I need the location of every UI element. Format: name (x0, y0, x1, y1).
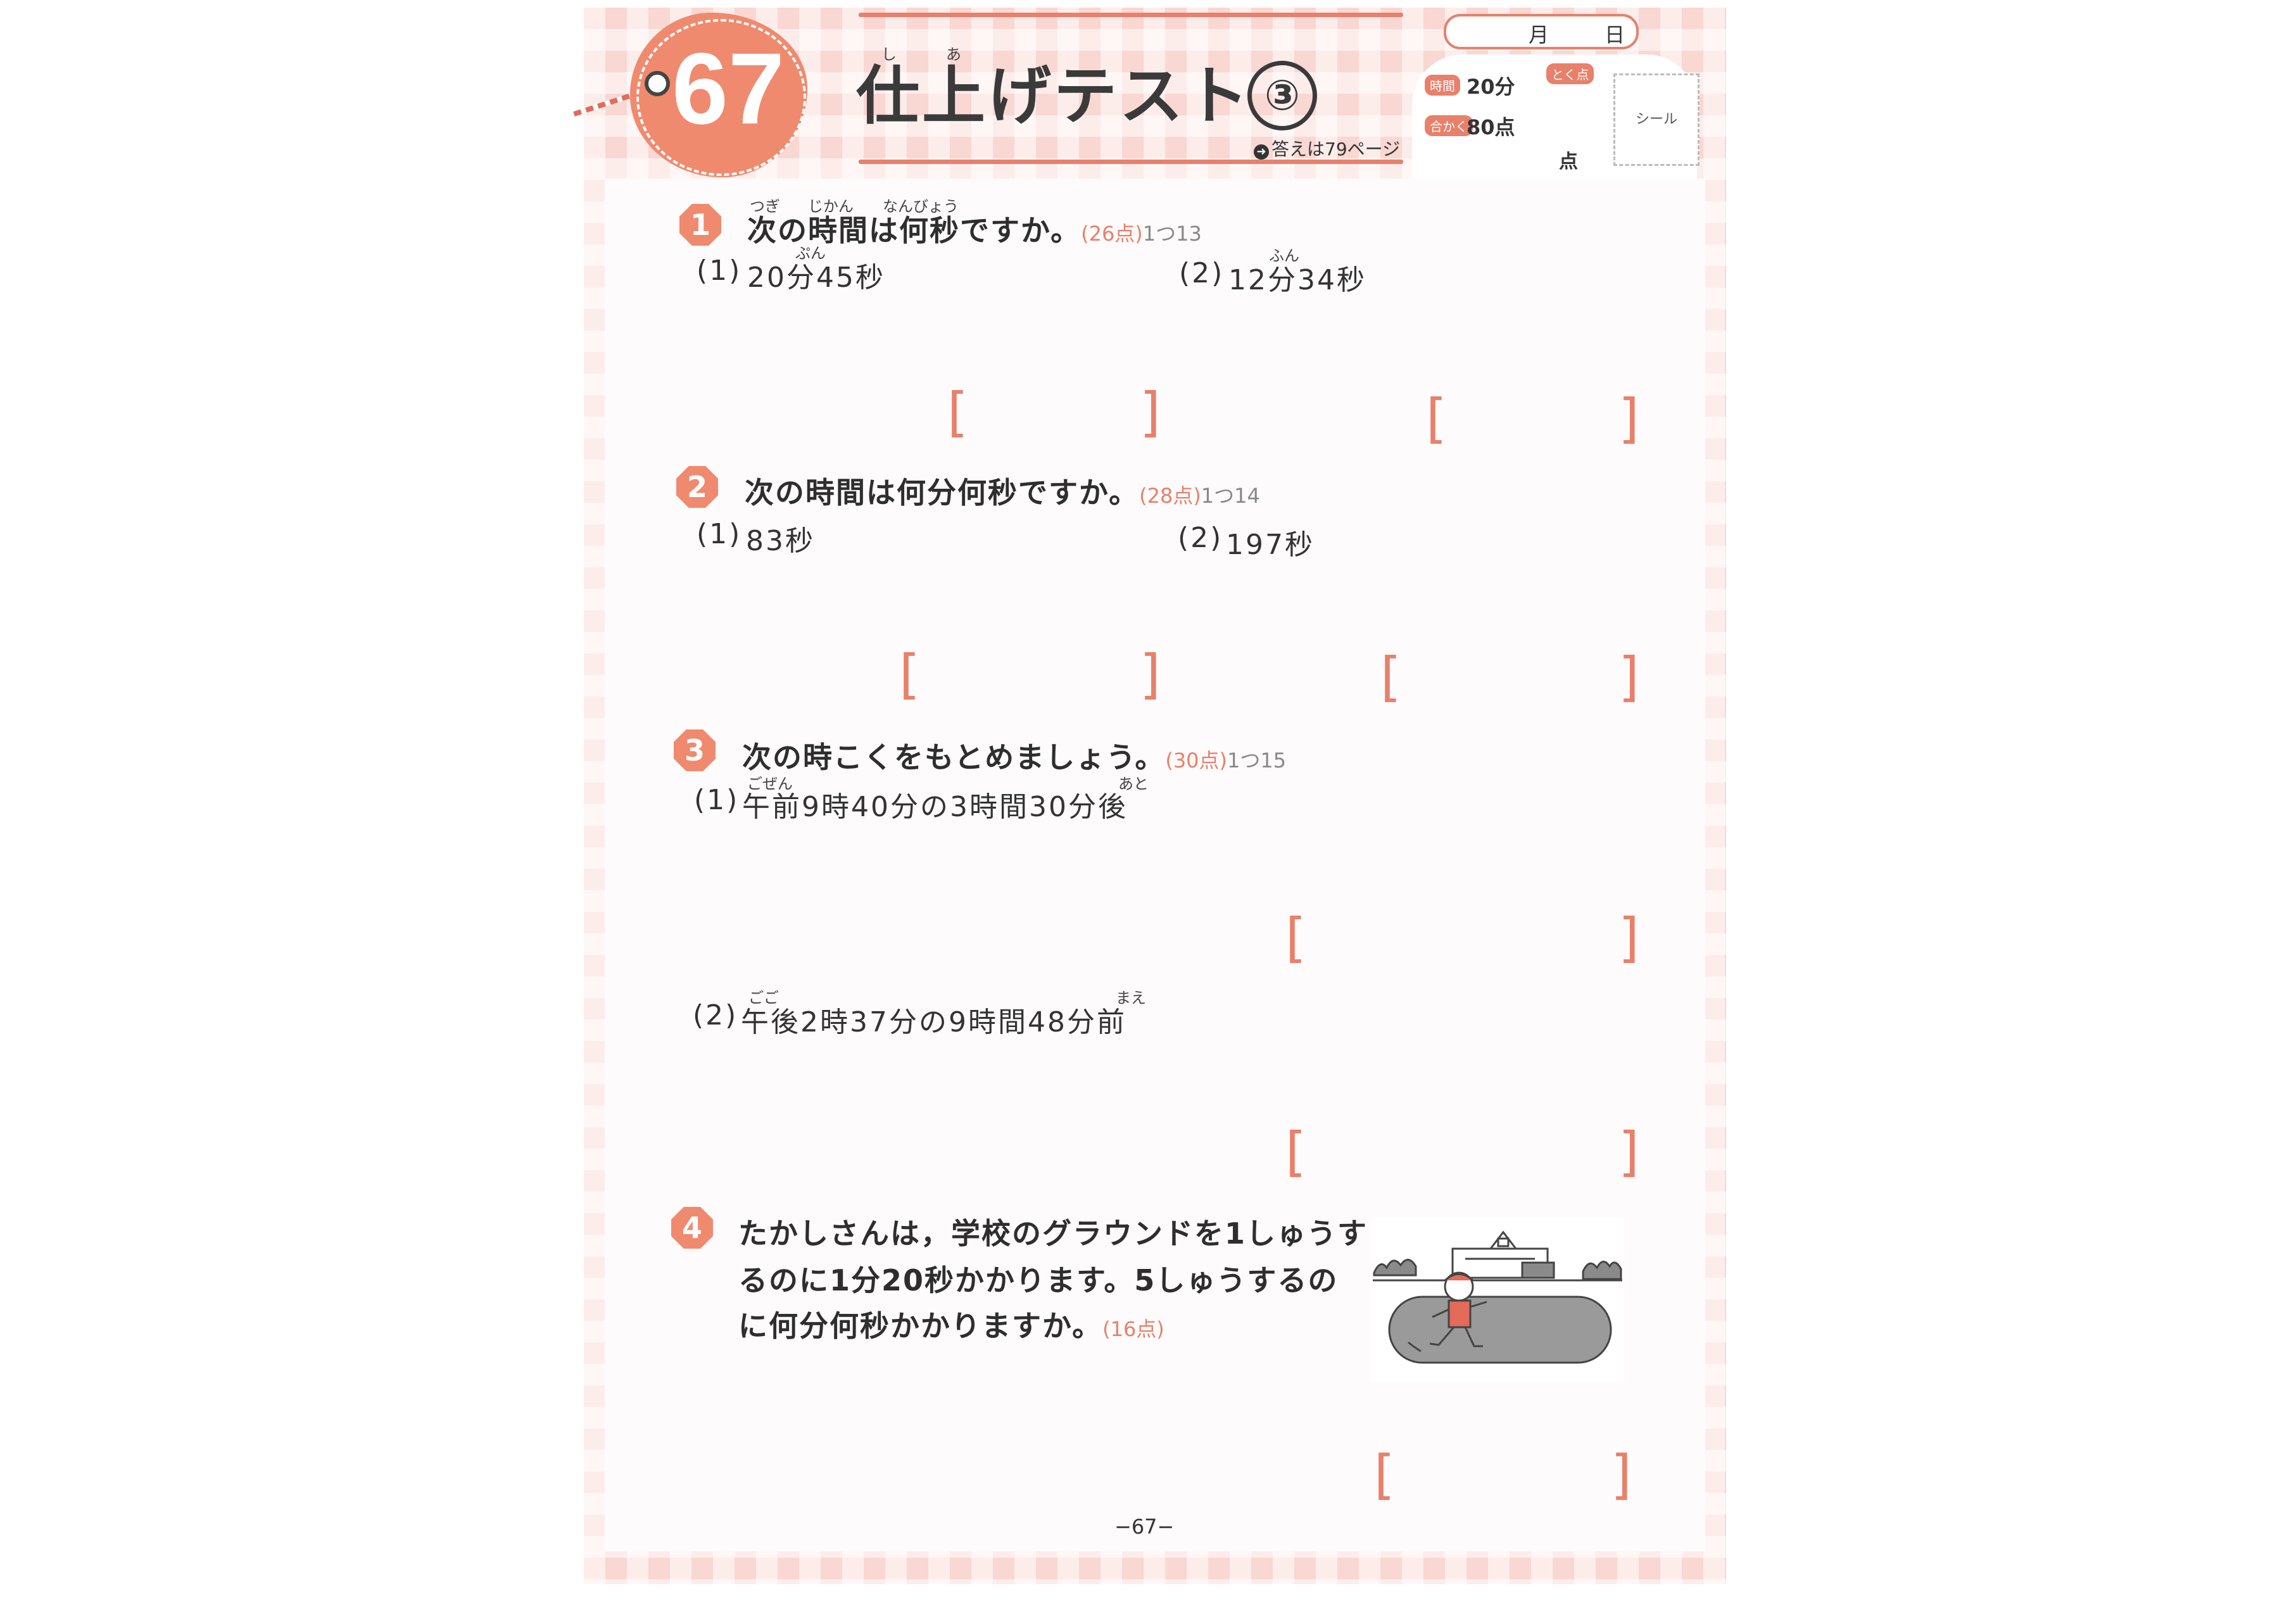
pass-label: 合かく (1425, 115, 1473, 136)
question-4-line-2: るのに1分20秒かかります。5しゅうするの (738, 1263, 1339, 1297)
q3-1-answer-open: [ (1285, 907, 1306, 969)
header-bottom-rule (859, 160, 1403, 164)
header-top-rule (859, 13, 1403, 17)
q2-2-answer-open: [ (1380, 646, 1401, 708)
q1-2-answer-open: [ (1426, 388, 1447, 450)
question-3-text: 次の時こくをもとめましょう。(30点)1つ15 (742, 740, 1287, 774)
q2-1-answer-open: [ (899, 643, 920, 705)
q1-1-label: (1) (697, 255, 742, 287)
q2-1-answer-close: ] (1140, 643, 1161, 705)
answer-reference: ➜答えは79ページ (1254, 136, 1400, 161)
date-box: 月 日 (1444, 14, 1639, 49)
q1-furigana-nanbyou: なんびょう (883, 198, 959, 215)
q2-2-label: (2) (1178, 522, 1223, 554)
school-track-icon (1373, 1230, 1622, 1364)
time-value: 20分 (1467, 75, 1515, 99)
question-2-text: 次の時間は何分何秒ですか。(28点)1つ14 (745, 476, 1260, 510)
pass-value: 80点 (1467, 115, 1515, 139)
q2-1-text: 83秒 (746, 525, 815, 557)
running-boy-illustration (1370, 1217, 1625, 1382)
date-month: 月 (1529, 23, 1549, 47)
furigana-a: あ (946, 46, 961, 63)
q3-2-furigana-gogo: ごご (748, 989, 779, 1007)
q3-2-answer-close: ] (1618, 1121, 1639, 1183)
furigana-shi: し (881, 46, 897, 63)
score-label: とく点 (1546, 63, 1594, 84)
q3-1-furigana-ato: あと (1118, 775, 1149, 793)
question-4-number: 4 (671, 1207, 713, 1249)
question-4-line-1: たかしさんは，学校のグラウンドを1しゅうす (738, 1216, 1368, 1251)
q4-answer-open: [ (1374, 1444, 1395, 1506)
q1-1-answer-open: [ (947, 381, 968, 443)
title-number: ③ (1247, 61, 1317, 130)
q2-1-label: (1) (697, 518, 742, 550)
q3-2-furigana-mae: まえ (1116, 989, 1146, 1007)
q1-furigana-tsugi: つぎ (750, 198, 780, 215)
q3-2-label: (2) (693, 999, 738, 1031)
q2-2-text: 197秒 (1226, 529, 1315, 561)
q3-1-answer-close: ] (1618, 907, 1639, 969)
q1-2-answer-close: ] (1618, 388, 1639, 450)
question-3-number: 3 (674, 729, 716, 771)
q3-2-text: 午後2時37分の9時間48分前 (741, 1006, 1126, 1038)
q3-1-furigana-gozen: ごぜん (747, 775, 793, 793)
page-title: 仕上げテスト (856, 59, 1251, 133)
q1-1-answer-close: ] (1140, 381, 1161, 443)
q2-2-answer-close: ] (1618, 646, 1639, 708)
sticker-area: シール (1613, 73, 1700, 166)
q4-answer-close: ] (1611, 1444, 1632, 1506)
date-day: 日 (1605, 23, 1625, 47)
q1-1-furigana: ぷん (795, 244, 826, 262)
q3-2-answer-open: [ (1285, 1121, 1306, 1183)
q1-2-furigana: ふん (1269, 247, 1299, 265)
time-label: 時間 (1425, 75, 1460, 96)
q3-1-label: (1) (694, 784, 740, 816)
question-1-text: 次の時間は何秒ですか。(26点)1つ13 (747, 213, 1202, 248)
q1-2-text: 12分34秒 (1228, 264, 1366, 296)
q1-furigana-jikan: じかん (808, 198, 854, 215)
question-4-line-3: に何分何秒かかりますか。(16点) (738, 1309, 1164, 1343)
question-1-number: 1 (679, 204, 721, 246)
score-unit: 点 (1559, 151, 1578, 173)
badge-hole-icon (645, 71, 670, 96)
lesson-number: 67 (672, 32, 785, 145)
q1-2-label: (2) (1179, 257, 1225, 289)
q3-1-text: 午前9時40分の3時間30分後 (742, 791, 1128, 823)
page-number: −67− (1114, 1515, 1175, 1539)
arrow-right-icon: ➜ (1254, 144, 1269, 160)
q1-1-text: 20分45秒 (747, 262, 885, 294)
badge-stitch (636, 19, 806, 176)
question-2-number: 2 (676, 466, 718, 508)
